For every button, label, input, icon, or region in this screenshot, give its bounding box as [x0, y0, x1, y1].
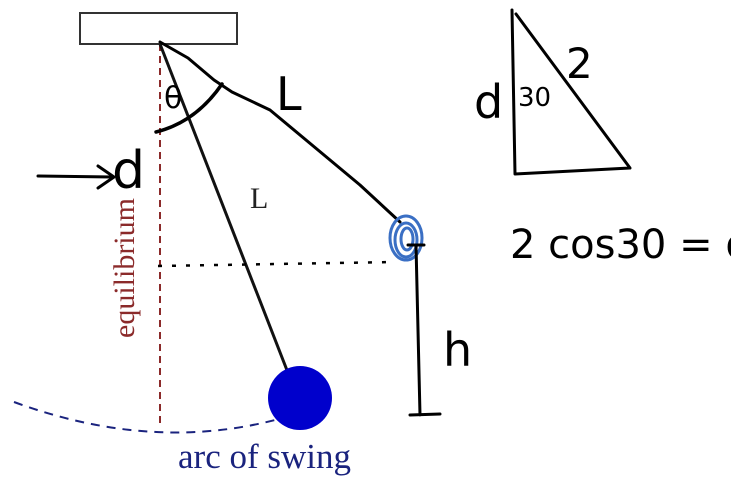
triangle-side-d: d	[474, 75, 503, 129]
triangle-angle: 30	[518, 83, 551, 113]
arrowhead-icon	[96, 164, 116, 190]
right-triangle	[510, 8, 632, 176]
handwritten-l-label: L	[276, 67, 302, 121]
height-label: h	[443, 323, 472, 377]
drawn-bob	[388, 214, 424, 262]
displaced-rod	[158, 40, 402, 224]
angle-arc	[154, 82, 224, 134]
equation: 2 cos30 = d	[510, 222, 731, 268]
equilibrium-label: equilibrium	[108, 198, 141, 338]
d-marker-label: d	[112, 141, 145, 201]
swing-arc	[13, 401, 276, 434]
pendulum-bob	[268, 366, 332, 430]
rod-length-label: L	[250, 182, 268, 215]
theta-label: θ	[164, 81, 182, 116]
arrow-to-d	[36, 174, 114, 179]
pendulum-rod	[158, 43, 292, 379]
height-reference-line	[157, 260, 396, 268]
triangle-hypotenuse: 2	[566, 39, 593, 88]
arc-of-swing-label: arc of swing	[178, 437, 351, 476]
height-bracket	[406, 243, 442, 417]
ceiling-support	[79, 12, 238, 45]
